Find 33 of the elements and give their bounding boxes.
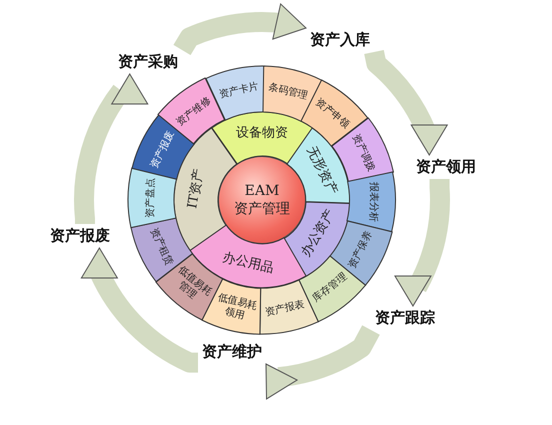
cycle-arrow [80, 248, 200, 373]
segment-label: 办公资产 [298, 208, 338, 260]
center-label: EAM 资产管理 [233, 182, 291, 218]
segment-label: 资产维修 [174, 94, 214, 130]
segment-label: 资产租赁 [147, 225, 176, 269]
ring-segment [347, 172, 396, 232]
segment-label: 库存管理 [310, 270, 350, 306]
segment-label: 低值易耗管理 [175, 263, 216, 303]
segment-label: 无形资产 [302, 144, 340, 198]
segment-label: 办公用品 [220, 252, 275, 278]
cycle-arrow [364, 50, 448, 156]
segment-label: 设备物资 [236, 126, 288, 142]
segment-label: 资产盘点 [144, 177, 158, 220]
segment-label: 报表分析 [366, 180, 380, 224]
segment-label: 资产卡片 [217, 81, 261, 102]
cycle-arrow [173, 3, 308, 56]
segment-label: 资产报废 [148, 128, 178, 173]
stage-label: 资产采购 [115, 50, 181, 74]
stage-label: 资产跟踪 [372, 306, 438, 330]
segment-label: 条码管理 [266, 81, 310, 103]
cycle-arrow [394, 178, 450, 306]
segment-label: 资产报表 [263, 298, 307, 319]
ring-segment [174, 128, 237, 250]
stage-label: 资产领用 [413, 156, 479, 178]
stage-label: 资产报废 [47, 224, 113, 248]
segment-label: IT资产 [186, 168, 208, 210]
stage-label: 资产入库 [307, 28, 373, 52]
ring-segment [128, 168, 176, 228]
segment-label: 资产调拨 [348, 132, 378, 176]
segment-label: 低值易耗领用 [215, 291, 259, 323]
segment-label: 资产申领 [312, 96, 353, 133]
segment-label: 资产保养 [346, 228, 376, 272]
stage-label: 资产维护 [199, 340, 265, 364]
